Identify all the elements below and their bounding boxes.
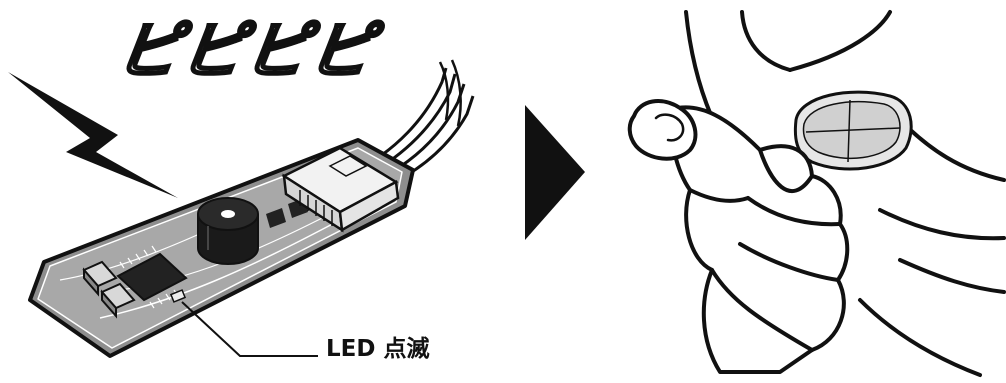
buzzer (198, 198, 258, 264)
led-blink-label: LED 点滅 (326, 338, 429, 361)
play-arrow-icon (525, 105, 585, 240)
remote-button-device (795, 92, 911, 169)
beep-sound-effect: ピピピピ (114, 20, 379, 82)
lightning-bolt-icon (8, 72, 178, 198)
